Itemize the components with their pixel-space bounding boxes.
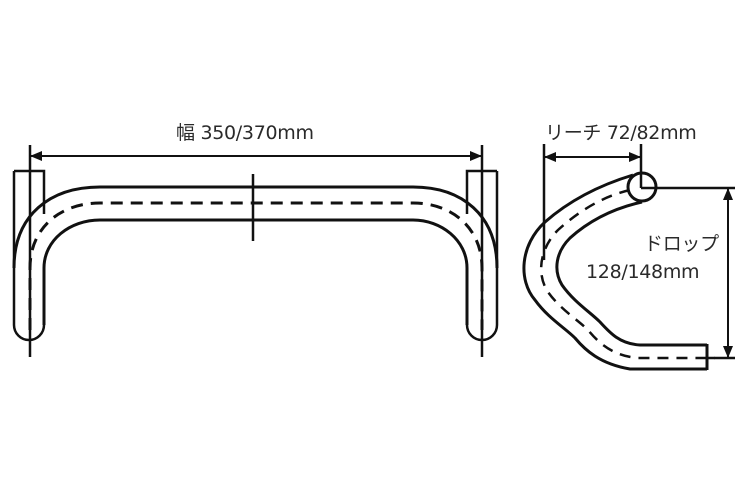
bar-centerline	[28, 201, 484, 330]
reach-label: リーチ 72/82mm	[545, 122, 697, 144]
bar-outer-edge	[12, 185, 499, 269]
side-bar-inner-edge	[555, 200, 707, 347]
side-bar-outer-edge	[522, 173, 707, 371]
drop-label-value: 128/148mm	[586, 261, 700, 283]
front-view	[12, 145, 499, 357]
side-view	[522, 144, 735, 371]
drop-label-title: ドロップ	[644, 233, 719, 255]
width-label: 幅 350/370mm	[176, 122, 314, 144]
bar-inner-edge	[42, 218, 469, 325]
